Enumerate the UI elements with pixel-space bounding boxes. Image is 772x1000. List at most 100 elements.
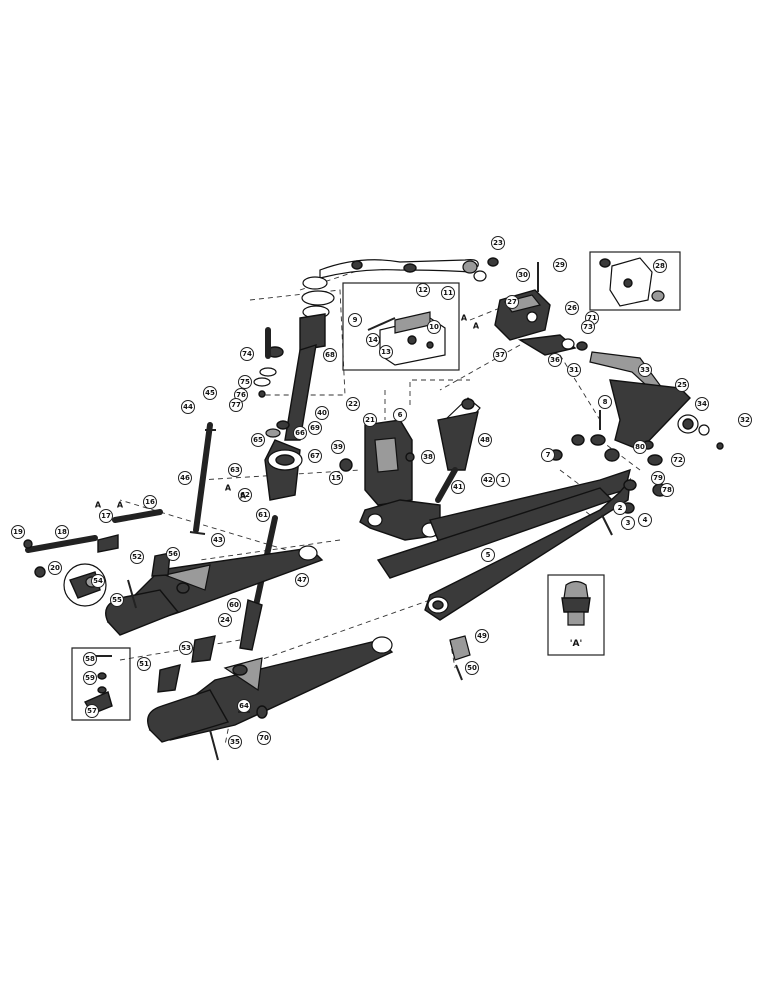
callout-number: 31 xyxy=(569,366,579,374)
callout-59: 59 xyxy=(83,671,97,685)
callout-circle xyxy=(323,348,337,362)
callout-circle xyxy=(315,406,329,420)
callout-circle xyxy=(91,574,105,588)
callout-circle xyxy=(393,408,407,422)
callout-circle xyxy=(475,629,489,643)
callout-28: 28 xyxy=(653,259,667,273)
callout-circle xyxy=(379,345,393,359)
callout-number: 18 xyxy=(57,528,67,536)
callout-number: 19 xyxy=(13,528,23,536)
callout-number: 75 xyxy=(240,378,250,386)
grease-fitting-detail-frame xyxy=(547,574,605,656)
callout-circle xyxy=(293,426,307,440)
callout-circle xyxy=(553,258,567,272)
callout-37: 37 xyxy=(493,348,507,362)
callout-46: 46 xyxy=(178,471,192,485)
callout-44: 44 xyxy=(181,400,195,414)
callout-circle xyxy=(181,400,195,414)
callout-number: 80 xyxy=(635,443,645,451)
letter-marker-a: A xyxy=(473,322,480,331)
callout-circle xyxy=(238,488,252,502)
callout-circle xyxy=(653,259,667,273)
callout-10: 10 xyxy=(427,320,441,334)
callout-circle xyxy=(671,453,685,467)
callout-77: 77 xyxy=(229,398,243,412)
callout-circle xyxy=(348,313,362,327)
callout-15: 15 xyxy=(329,471,343,485)
callout-6: 6 xyxy=(393,408,407,422)
callout-25: 25 xyxy=(675,378,689,392)
valve-block-detail-frame xyxy=(589,251,681,311)
callout-40: 40 xyxy=(315,406,329,420)
callout-circle xyxy=(496,473,510,487)
callout-number: 6 xyxy=(398,411,403,419)
callout-39: 39 xyxy=(331,440,345,454)
callout-number: 9 xyxy=(353,316,358,324)
callout-47: 47 xyxy=(295,573,309,587)
callout-circle xyxy=(565,301,579,315)
callout-circle xyxy=(478,433,492,447)
callout-number: 33 xyxy=(640,366,650,374)
callout-circle xyxy=(621,516,635,530)
callout-45: 45 xyxy=(203,386,217,400)
callout-number: 73 xyxy=(583,323,593,331)
callout-circle xyxy=(651,471,665,485)
callout-number: 51 xyxy=(139,660,149,668)
callout-69: 69 xyxy=(308,421,322,435)
callout-number: 35 xyxy=(230,738,240,746)
callout-57: 57 xyxy=(85,704,99,718)
callout-64: 64 xyxy=(237,699,251,713)
callout-circle xyxy=(218,613,232,627)
callout-50: 50 xyxy=(465,661,479,675)
callout-number: 30 xyxy=(518,271,528,279)
grease-fitting xyxy=(561,580,591,626)
callout-number: 55 xyxy=(112,596,122,604)
callout-65: 65 xyxy=(251,433,265,447)
callout-circle xyxy=(99,509,113,523)
callout-circle xyxy=(329,471,343,485)
callout-number: 64 xyxy=(239,702,249,710)
callout-number: 32 xyxy=(740,416,750,424)
callout-circle xyxy=(251,433,265,447)
callout-circle xyxy=(451,480,465,494)
callout-number: 62 xyxy=(240,491,250,499)
callout-circle xyxy=(366,333,380,347)
callout-circle xyxy=(178,471,192,485)
callout-number: 43 xyxy=(213,536,223,544)
callout-circle xyxy=(598,395,612,409)
callout-circle xyxy=(505,295,519,309)
callout-number: 76 xyxy=(236,391,246,399)
upper-link-hose xyxy=(319,257,499,282)
callout-circle xyxy=(83,671,97,685)
callout-31: 31 xyxy=(567,363,581,377)
callout-circle xyxy=(633,440,647,454)
callout-circle xyxy=(83,652,97,666)
callout-5: 5 xyxy=(481,548,495,562)
callout-number: 39 xyxy=(333,443,343,451)
callout-number: 14 xyxy=(368,336,378,344)
callout-number: 59 xyxy=(85,674,95,682)
callout-53: 53 xyxy=(179,641,193,655)
callout-number: 17 xyxy=(101,512,111,520)
callout-14: 14 xyxy=(366,333,380,347)
callout-number: 20 xyxy=(50,564,60,572)
callout-number: 10 xyxy=(429,323,439,331)
callout-29: 29 xyxy=(553,258,567,272)
callout-9: 9 xyxy=(348,313,362,327)
callout-circle xyxy=(613,501,627,515)
callout-number: 53 xyxy=(181,644,191,652)
callout-8: 8 xyxy=(598,395,612,409)
callout-circle xyxy=(465,661,479,675)
callout-70: 70 xyxy=(257,731,271,745)
callout-number: 4 xyxy=(643,516,648,524)
lower-bolts xyxy=(209,635,471,761)
callout-80: 80 xyxy=(633,440,647,454)
callout-32: 32 xyxy=(738,413,752,427)
callout-circle xyxy=(211,533,225,547)
callout-78: 78 xyxy=(660,483,674,497)
callout-number: 7 xyxy=(546,451,551,459)
callout-60: 60 xyxy=(227,598,241,612)
callout-number: 29 xyxy=(555,261,565,269)
callout-27: 27 xyxy=(505,295,519,309)
